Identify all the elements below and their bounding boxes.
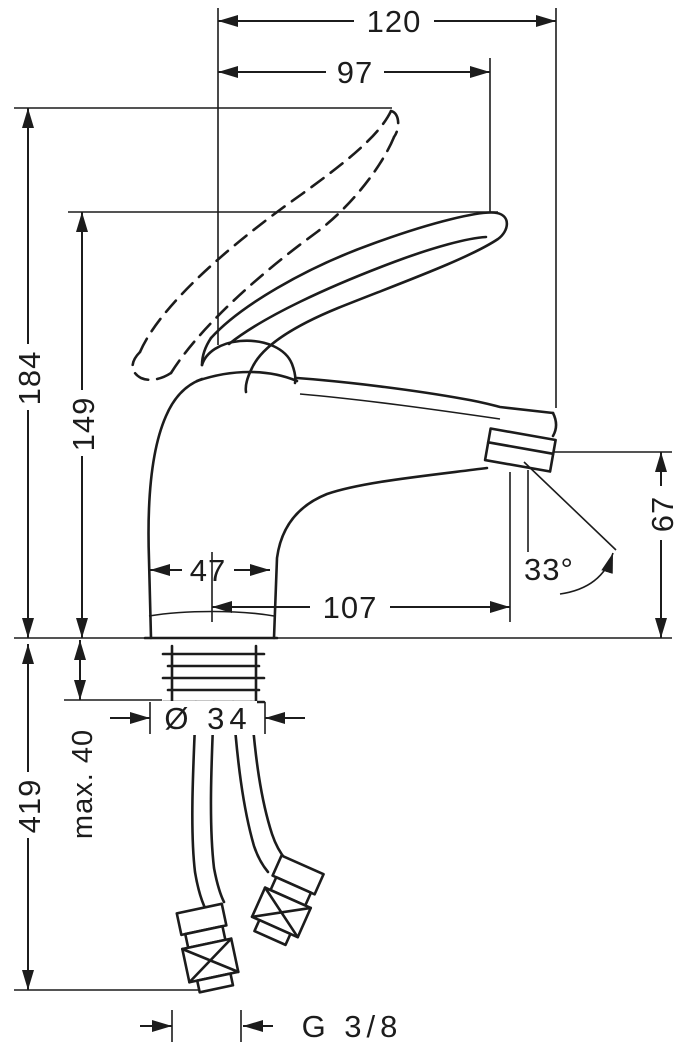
dim-label-97: 97 xyxy=(337,55,373,90)
dim-spray-angle-33: 33° xyxy=(516,461,617,595)
dim-base-diameter-34: Ø 34 xyxy=(110,701,305,736)
dim-handle-reach-97: 97 xyxy=(218,55,491,212)
dim-spout-height-67: 67 xyxy=(645,452,680,638)
dim-label-184: 184 xyxy=(12,351,47,406)
dim-raised-height-184: 184 xyxy=(12,108,47,638)
dim-label-107: 107 xyxy=(323,590,378,625)
dim-hose-length-419: 419 xyxy=(12,644,47,990)
dim-label-33: 33° xyxy=(524,552,574,587)
dim-label-419: 419 xyxy=(12,779,47,834)
dim-handle-height-149: 149 xyxy=(66,212,101,638)
hose-connector-middle xyxy=(250,854,325,947)
dim-label-diameter-34: Ø 34 xyxy=(164,701,251,736)
dim-label-67: 67 xyxy=(645,496,680,532)
dim-label-max40: max. 40 xyxy=(67,729,99,839)
dim-label-120: 120 xyxy=(367,4,422,39)
faucet-handle-lever xyxy=(200,211,509,394)
dim-label-149: 149 xyxy=(66,397,101,452)
mounting-surface-lines xyxy=(14,107,672,991)
dim-spout-reach-107: 107 xyxy=(211,472,511,625)
faucet-shank-nut xyxy=(161,644,266,704)
dim-label-g38: G 3/8 xyxy=(302,1009,403,1044)
faucet-body-spout xyxy=(143,339,558,640)
dim-overall-reach-120: 120 xyxy=(217,3,557,408)
dim-thread-g38: G 3/8 xyxy=(140,1009,403,1044)
faucet-handle-raised-dashed xyxy=(131,109,400,382)
dim-label-47: 47 xyxy=(190,553,226,588)
faucet-supply-hoses xyxy=(191,700,288,912)
dim-base-depth-47: 47 xyxy=(150,553,270,588)
hose-connector-bottom xyxy=(175,902,240,994)
faucet-aerator xyxy=(483,427,557,473)
dim-deck-thickness-max40: max. 40 xyxy=(67,640,99,839)
